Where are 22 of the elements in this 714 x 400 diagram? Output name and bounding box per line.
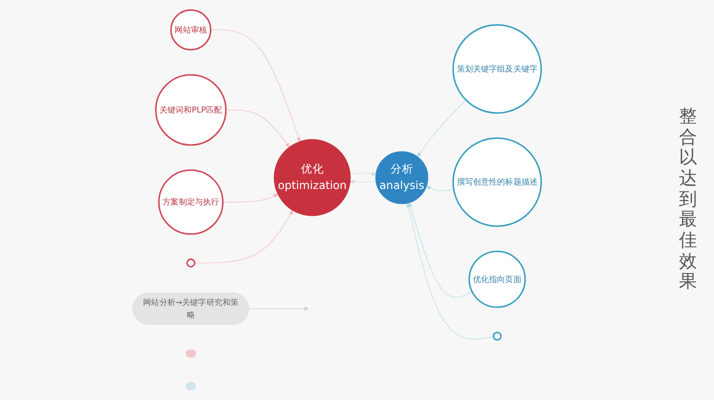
side-note: 整合以达到最佳效果	[678, 106, 698, 294]
arrow	[408, 202, 472, 298]
node-circle: 分析 analysis	[375, 151, 428, 204]
arrow	[222, 194, 278, 202]
arrow	[350, 172, 376, 176]
arrow	[248, 306, 309, 311]
arrow	[350, 180, 376, 184]
node-circle: 策划关键字组及关键字	[452, 24, 542, 114]
arrow	[417, 100, 466, 157]
arrow	[226, 110, 290, 148]
node-circle	[186, 258, 196, 268]
arrow	[210, 30, 301, 142]
node-circle: 撰写创意性的标题描述	[452, 137, 542, 227]
arrow	[426, 186, 454, 192]
node-circle: 网站审核	[170, 9, 212, 51]
node-circle	[492, 332, 502, 341]
arrow	[406, 202, 494, 340]
node-circle: 关键词和PLP匹配	[155, 74, 227, 146]
node-circle: 优化 optimization	[274, 139, 351, 216]
arrow	[194, 210, 293, 264]
node-circle: 优化指向页面	[468, 250, 526, 308]
node-circle: 方案制定与执行	[158, 169, 224, 235]
